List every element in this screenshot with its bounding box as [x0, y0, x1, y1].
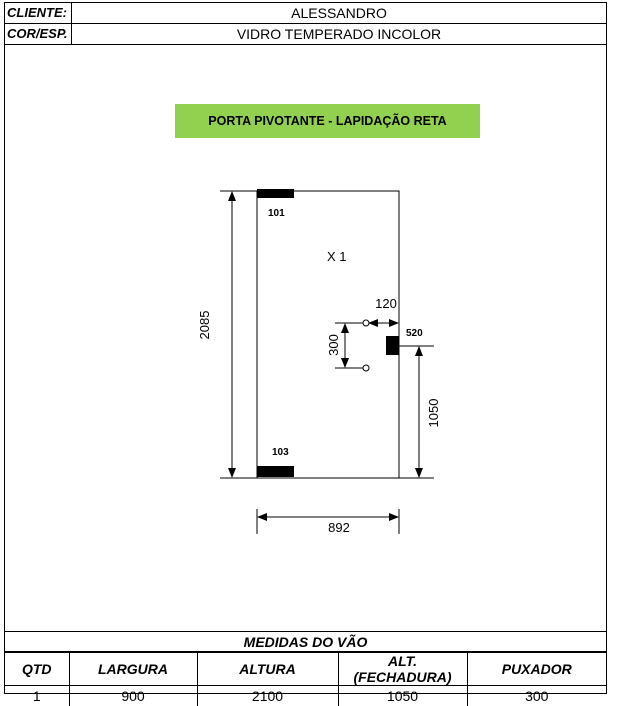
- quantity-label: X 1: [327, 249, 347, 264]
- top-pivot-code: 101: [268, 208, 285, 219]
- lock-code: 520: [406, 328, 423, 339]
- lock-height-dim-text: 1050: [426, 399, 441, 428]
- handle-hole-top: [363, 320, 369, 326]
- spacing-dim-text: 300: [326, 334, 341, 356]
- door-spec-sheet: CLIENTE: ALESSANDRO COR/ESP. VIDRO TEMPE…: [4, 2, 607, 694]
- bottom-pivot: [257, 466, 294, 477]
- handle-offset-dim-text: 120: [375, 296, 397, 311]
- lock-block: [386, 336, 399, 355]
- header-alt-fechadura: ALT. (FECHADURA): [338, 653, 467, 686]
- height-dim-text: 2085: [197, 311, 212, 340]
- handle-hole-bottom: [363, 365, 369, 371]
- header-qtd: QTD: [5, 653, 69, 686]
- header-altura: ALTURA: [197, 653, 338, 686]
- measures-table: QTD LARGURA ALTURA ALT. (FECHADURA) PUXA…: [5, 652, 606, 706]
- header-puxador: PUXADOR: [467, 653, 606, 686]
- measures-title: MEDIDAS DO VÃO: [5, 631, 606, 652]
- top-pivot: [257, 189, 294, 198]
- header-largura: LARGURA: [69, 653, 197, 686]
- measures-header-row: QTD LARGURA ALTURA ALT. (FECHADURA) PUXA…: [5, 653, 606, 686]
- door-drawing: 101 103 X 1 2085 892 520 120 300 1050: [5, 3, 606, 631]
- bottom-pivot-code: 103: [272, 447, 289, 458]
- width-dim-text: 892: [328, 520, 350, 535]
